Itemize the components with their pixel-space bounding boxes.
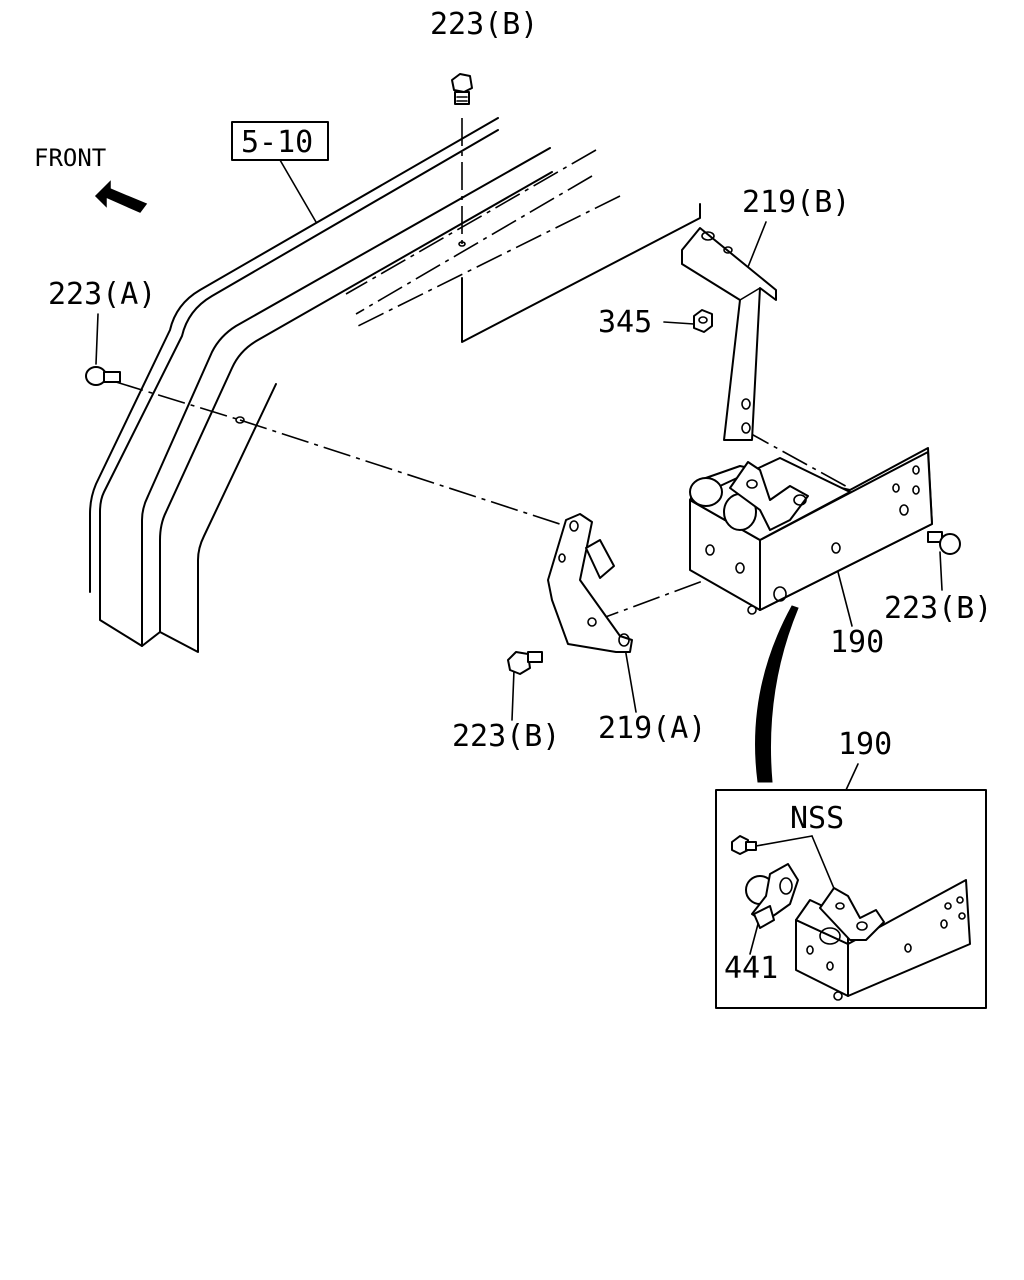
detail-part-441-icon: [745, 863, 799, 929]
bolt-223b-top-icon: [451, 73, 473, 247]
label-ref-5-10: 5-10: [241, 125, 313, 160]
label-nut-345: 345: [598, 305, 652, 340]
label-bolt-223b-right: 223(B): [884, 591, 992, 626]
label-detail-190: 190: [838, 727, 892, 762]
detail-box-frame: [715, 789, 987, 1009]
detail-hinge-icon: [795, 879, 971, 1001]
bolt-223a-icon: [85, 366, 245, 424]
label-bracket-219a: 219(A): [598, 711, 706, 746]
label-nss: NSS: [790, 801, 844, 836]
leader-lines: [95, 159, 943, 955]
cab-panel-outline: [89, 117, 701, 653]
label-bolt-223a: 223(A): [48, 277, 156, 312]
bolt-223b-bottom-icon: [507, 651, 543, 675]
bracket-219a-icon: [547, 513, 633, 653]
label-front: FRONT: [34, 144, 106, 172]
nut-345-icon: [693, 309, 713, 333]
label-part-441: 441: [724, 951, 778, 986]
detail-pointer-arrow: [755, 605, 799, 783]
bracket-219b-icon: [681, 227, 777, 441]
label-bolt-223b-top: 223(B): [430, 7, 538, 42]
label-bracket-219b: 219(B): [742, 185, 850, 220]
label-bolt-223b-bottom: 223(B): [452, 719, 560, 754]
label-hinge-190: 190: [830, 625, 884, 660]
bolt-223b-right-icon: [927, 531, 961, 555]
detail-screw-nss-icon: [731, 835, 757, 855]
hinge-assembly-190-icon: [689, 447, 933, 615]
front-arrow-icon: [94, 180, 148, 213]
